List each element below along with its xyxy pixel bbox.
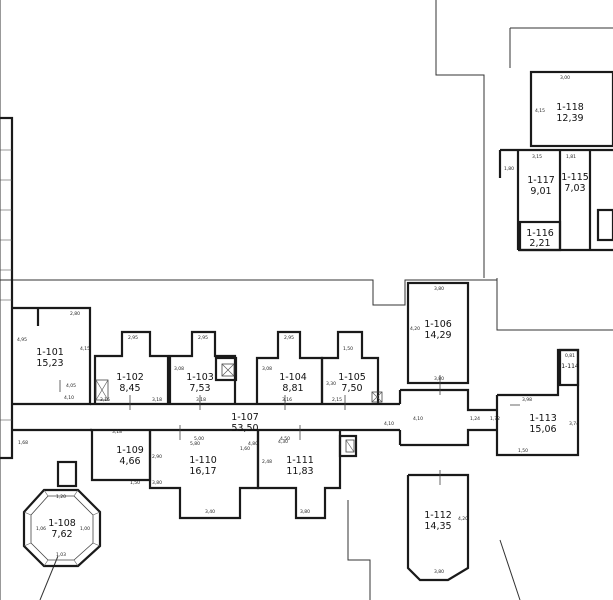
dim-label: 4,20 — [458, 516, 468, 522]
room-1-104-id: 1-104 — [279, 372, 307, 383]
room-1-115-id: 1-115 — [561, 172, 589, 183]
dim-label: 4,80 — [248, 441, 258, 447]
dim-label: 4,15 — [535, 108, 545, 114]
dim-label: 1,50 — [518, 448, 528, 454]
room-1-102-area: 8,45 — [119, 383, 140, 394]
dim-label: 3,18 — [152, 397, 162, 403]
dim-label: 4,95 — [17, 337, 27, 343]
dim-label: 3,80 — [152, 480, 162, 486]
dim-label: 3,15 — [532, 154, 542, 160]
room-1-108-id: 1-108 — [48, 518, 76, 529]
room-1-105-area: 7,50 — [341, 383, 362, 394]
dim-label: 1,50 — [130, 480, 140, 486]
room-1-105-id: 1-105 — [338, 372, 366, 383]
dim-label: 2,95 — [198, 335, 208, 341]
room-1-109-id: 1-109 — [116, 445, 144, 456]
room-1-112-area: 14,35 — [424, 521, 451, 532]
dim-label: 3,16 — [282, 397, 292, 403]
dim-label: 3,80 — [300, 509, 310, 515]
dim-label: 1,81 — [566, 154, 576, 160]
room-1-101-id: 1-101 — [36, 347, 64, 358]
dim-label: 4,20 — [410, 326, 420, 332]
upper-right-wing — [498, 70, 613, 252]
dim-label: 1,20 — [56, 494, 66, 500]
walls — [12, 281, 580, 582]
dim-label: 3,80 — [434, 569, 444, 575]
dim-label: 2,95 — [284, 335, 294, 341]
room-1-110-area: 16,17 — [189, 466, 216, 477]
room-1-114-id: 1-114 — [561, 363, 579, 370]
dim-label: 3,00 — [560, 75, 570, 81]
dim-label: 5,00 — [194, 436, 204, 442]
shafts — [95, 363, 383, 453]
room-1-118-id: 1-118 — [556, 102, 584, 113]
room-1-108-area: 7,62 — [51, 529, 72, 540]
dim-label: 1,00 — [80, 526, 90, 532]
dim-label: 4,10 — [64, 395, 74, 401]
room-1-110-id: 1-110 — [189, 455, 217, 466]
dim-label: 1,03 — [56, 552, 66, 558]
dim-label: 4,50 — [280, 436, 290, 442]
room-1-101-area: 15,23 — [36, 358, 63, 369]
dim-label: 4,10 — [384, 421, 394, 427]
octagon-room — [22, 488, 102, 568]
dim-label: 1,72 — [490, 416, 500, 422]
dim-label: 3,40 — [205, 509, 215, 515]
dim-label: 1,68 — [18, 440, 28, 446]
dim-label: 3,08 — [262, 366, 272, 372]
dim-label: 2,95 — [128, 335, 138, 341]
dim-label: 3,74 — [569, 421, 579, 427]
room-1-115-area: 7,03 — [564, 183, 585, 194]
room-1-106-area: 14,29 — [424, 330, 451, 341]
room-1-118-area: 12,39 — [556, 113, 583, 124]
room-1-113-area: 15,06 — [529, 424, 556, 435]
dim-label: 0,81 — [565, 353, 575, 359]
room-1-111-area: 11,83 — [286, 466, 313, 477]
dim-label: 4,10 — [413, 416, 423, 422]
room-1-112-id: 1-112 — [424, 510, 452, 521]
dim-label: 1,06 — [36, 526, 46, 532]
room-1-117-id: 1-117 — [527, 175, 555, 186]
dim-label: 2,48 — [262, 459, 272, 465]
dim-label: 3,98 — [522, 397, 532, 403]
dim-label: 2,80 — [70, 311, 80, 317]
room-1-113-id: 1-113 — [529, 413, 557, 424]
dim-label: 3,18 — [112, 429, 122, 435]
room-1-107-area: 53,50 — [231, 423, 258, 434]
door-marks — [59, 375, 520, 485]
left-stair-column — [0, 116, 14, 460]
dim-label: 3,18 — [196, 397, 206, 403]
dim-label: 4,30 — [278, 439, 288, 445]
room-1-111-id: 1-111 — [286, 455, 314, 466]
room-1-116-id: 1-116 — [526, 228, 554, 239]
dim-label: 3,30 — [326, 381, 336, 387]
dim-label: 3,80 — [434, 286, 444, 292]
room-labels: 1-101 15,23 1-102 8,45 1-103 7,53 1-104 … — [36, 102, 589, 540]
dim-label: 2,90 — [152, 454, 162, 460]
room-1-106-id: 1-106 — [424, 319, 452, 330]
room-1-104-area: 8,81 — [282, 383, 303, 394]
room-1-103-id: 1-103 — [186, 372, 214, 383]
dim-label: 5,80 — [190, 441, 200, 447]
dim-label: 2,15 — [332, 397, 342, 403]
dim-label: 3,08 — [174, 366, 184, 372]
room-1-107-id: 1-107 — [231, 412, 259, 423]
dim-label: 1,50 — [343, 346, 353, 352]
dim-label: 1,24 — [470, 416, 480, 422]
dim-label: 4,05 — [66, 383, 76, 389]
room-1-102-id: 1-102 — [116, 372, 144, 383]
dim-label: 4,15 — [80, 346, 90, 352]
dim-label: 1,60 — [240, 446, 250, 452]
room-1-103-area: 7,53 — [189, 383, 210, 394]
room-1-117-area: 9,01 — [530, 186, 551, 197]
dim-label: 1,80 — [504, 166, 514, 172]
room-1-109-area: 4,66 — [119, 456, 140, 467]
dimension-labels: 2,80 4,95 4,05 4,10 4,15 3,15 2,95 3,18 … — [17, 75, 579, 575]
room-1-116-area: 2,21 — [529, 238, 550, 249]
dim-label: 3,80 — [434, 376, 444, 382]
